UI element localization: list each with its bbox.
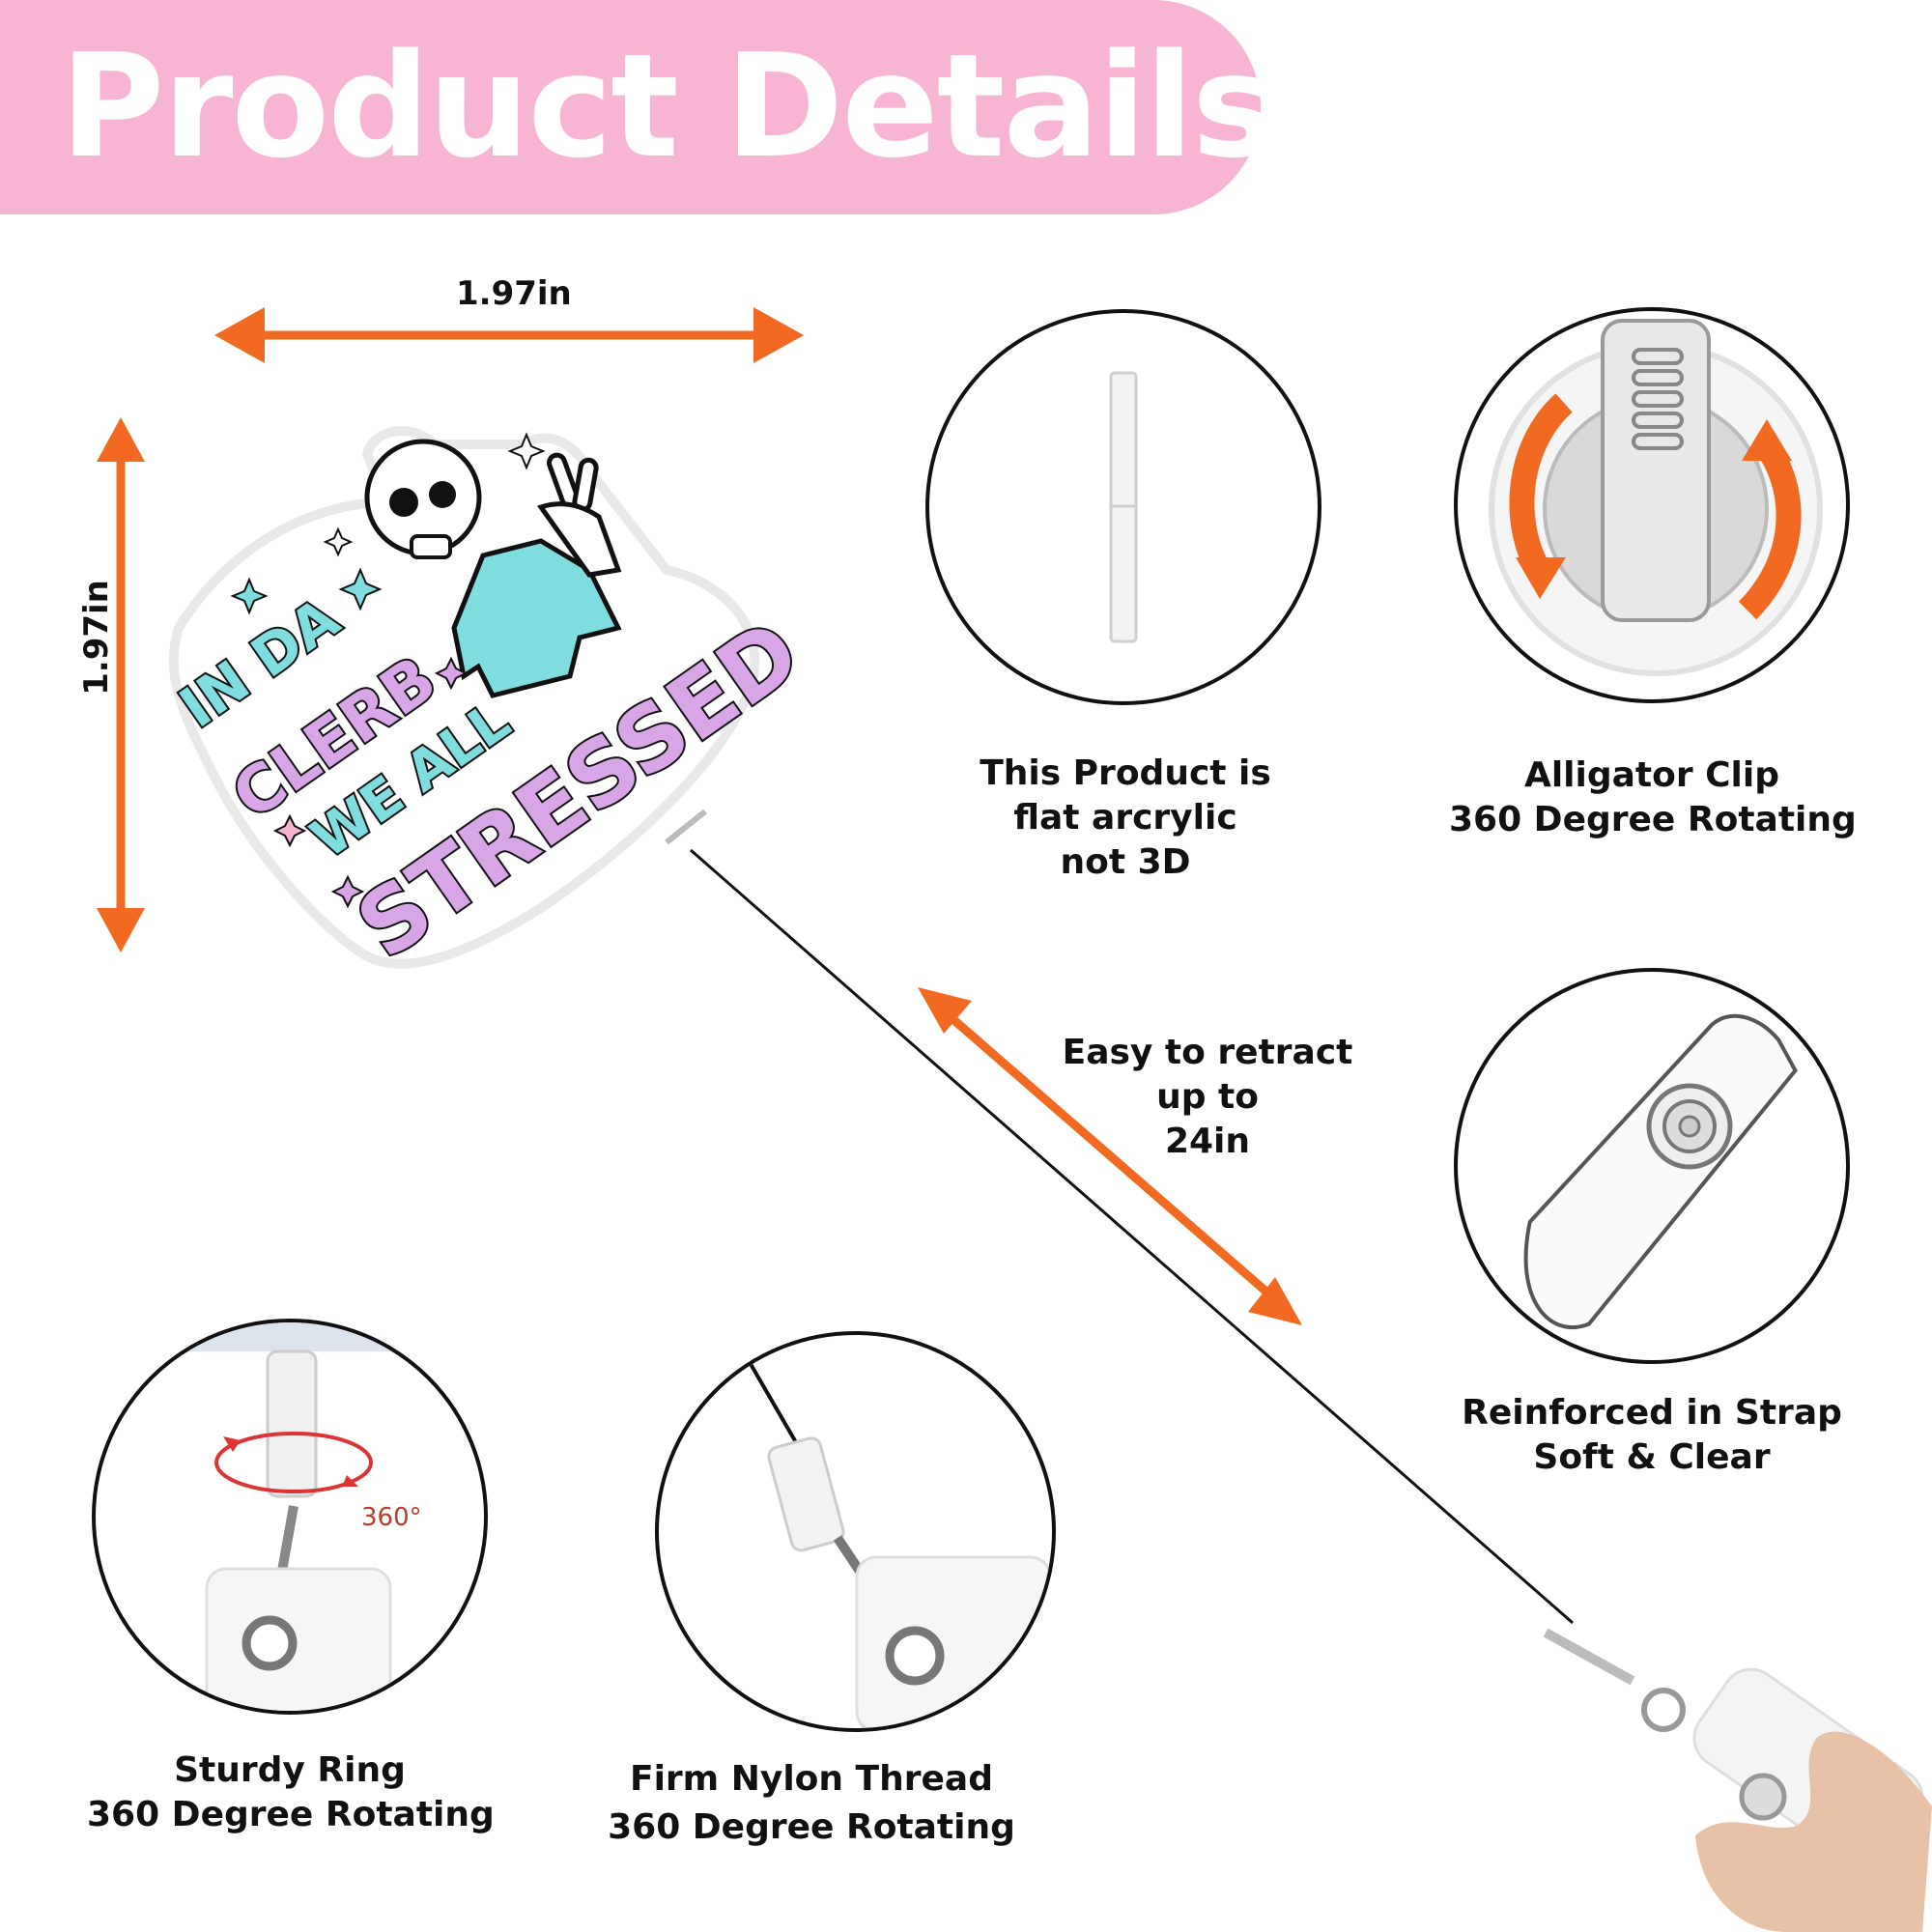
flat-acrylic-caption: This Product is flat arcrylic not 3D <box>976 752 1275 885</box>
ring-caption-line-1: Sturdy Ring <box>174 1750 406 1790</box>
retract-caption: Easy to retract up to 24in <box>1053 1031 1362 1164</box>
ring-degree-label: 360° <box>361 1503 422 1532</box>
ring-icon: 360° <box>173 1322 422 1711</box>
finger-icon <box>1695 1731 1932 1932</box>
scrubs-icon <box>451 538 622 698</box>
flat-acrylic-circle <box>925 309 1321 705</box>
strap-icon <box>1523 1013 1798 1330</box>
thread-caption-line-1: Firm Nylon Thread <box>630 1759 993 1799</box>
strap-circle <box>1454 968 1850 1364</box>
flat-caption-line-2: flat arcrylic <box>1013 798 1237 838</box>
acrylic-edge-icon <box>1109 371 1138 643</box>
badge-art: IN DA CLERB WE ALL STRESSED <box>166 426 820 980</box>
flat-caption-line-3: not 3D <box>1060 842 1191 882</box>
thread-caption-line-2: 360 Degree Rotating <box>608 1807 1015 1847</box>
ring-caption-line-2: 360 Degree Rotating <box>87 1795 495 1834</box>
width-arrow-icon <box>214 307 804 363</box>
retract-caption-line-2: up to <box>1156 1077 1259 1117</box>
header-banner: Product Details <box>0 0 1277 214</box>
clip-caption-line-1: Alligator Clip <box>1523 755 1780 795</box>
strap-caption: Reinforced in Strap Soft & Clear <box>1454 1391 1850 1480</box>
nylon-thread-circle <box>655 1331 1056 1732</box>
sturdy-ring-circle: 360° <box>92 1319 488 1715</box>
page-title: Product Details <box>60 23 1277 189</box>
retract-caption-line-3: 24in <box>1164 1122 1251 1161</box>
peace-hand-icon <box>536 452 622 578</box>
clip-caption-line-2: 360 Degree Rotating <box>1449 800 1857 839</box>
sturdy-ring-caption: Sturdy Ring 360 Degree Rotating <box>87 1748 495 1837</box>
strap-caption-line-1: Reinforced in Strap <box>1462 1393 1842 1433</box>
height-arrow-icon <box>97 417 145 952</box>
skull-icon <box>364 439 482 559</box>
retract-caption-line-1: Easy to retract <box>1062 1033 1353 1072</box>
flat-caption-line-1: This Product is <box>980 753 1271 793</box>
retract-arrow-icon <box>918 987 1302 1325</box>
alligator-clip-caption: Alligator Clip 360 Degree Rotating <box>1449 753 1857 842</box>
alligator-clip-circle <box>1454 307 1850 703</box>
sparkle-icons <box>230 432 546 909</box>
retract-cord <box>690 848 1574 1625</box>
badge-connector <box>665 809 707 845</box>
clip-icon <box>1489 319 1823 676</box>
strap-caption-line-2: Soft & Clear <box>1533 1437 1771 1477</box>
width-label: 1.97in <box>456 274 572 313</box>
nylon-thread-caption: Firm Nylon Thread 360 Degree Rotating <box>599 1755 1024 1852</box>
thread-icon <box>749 1362 1052 1728</box>
